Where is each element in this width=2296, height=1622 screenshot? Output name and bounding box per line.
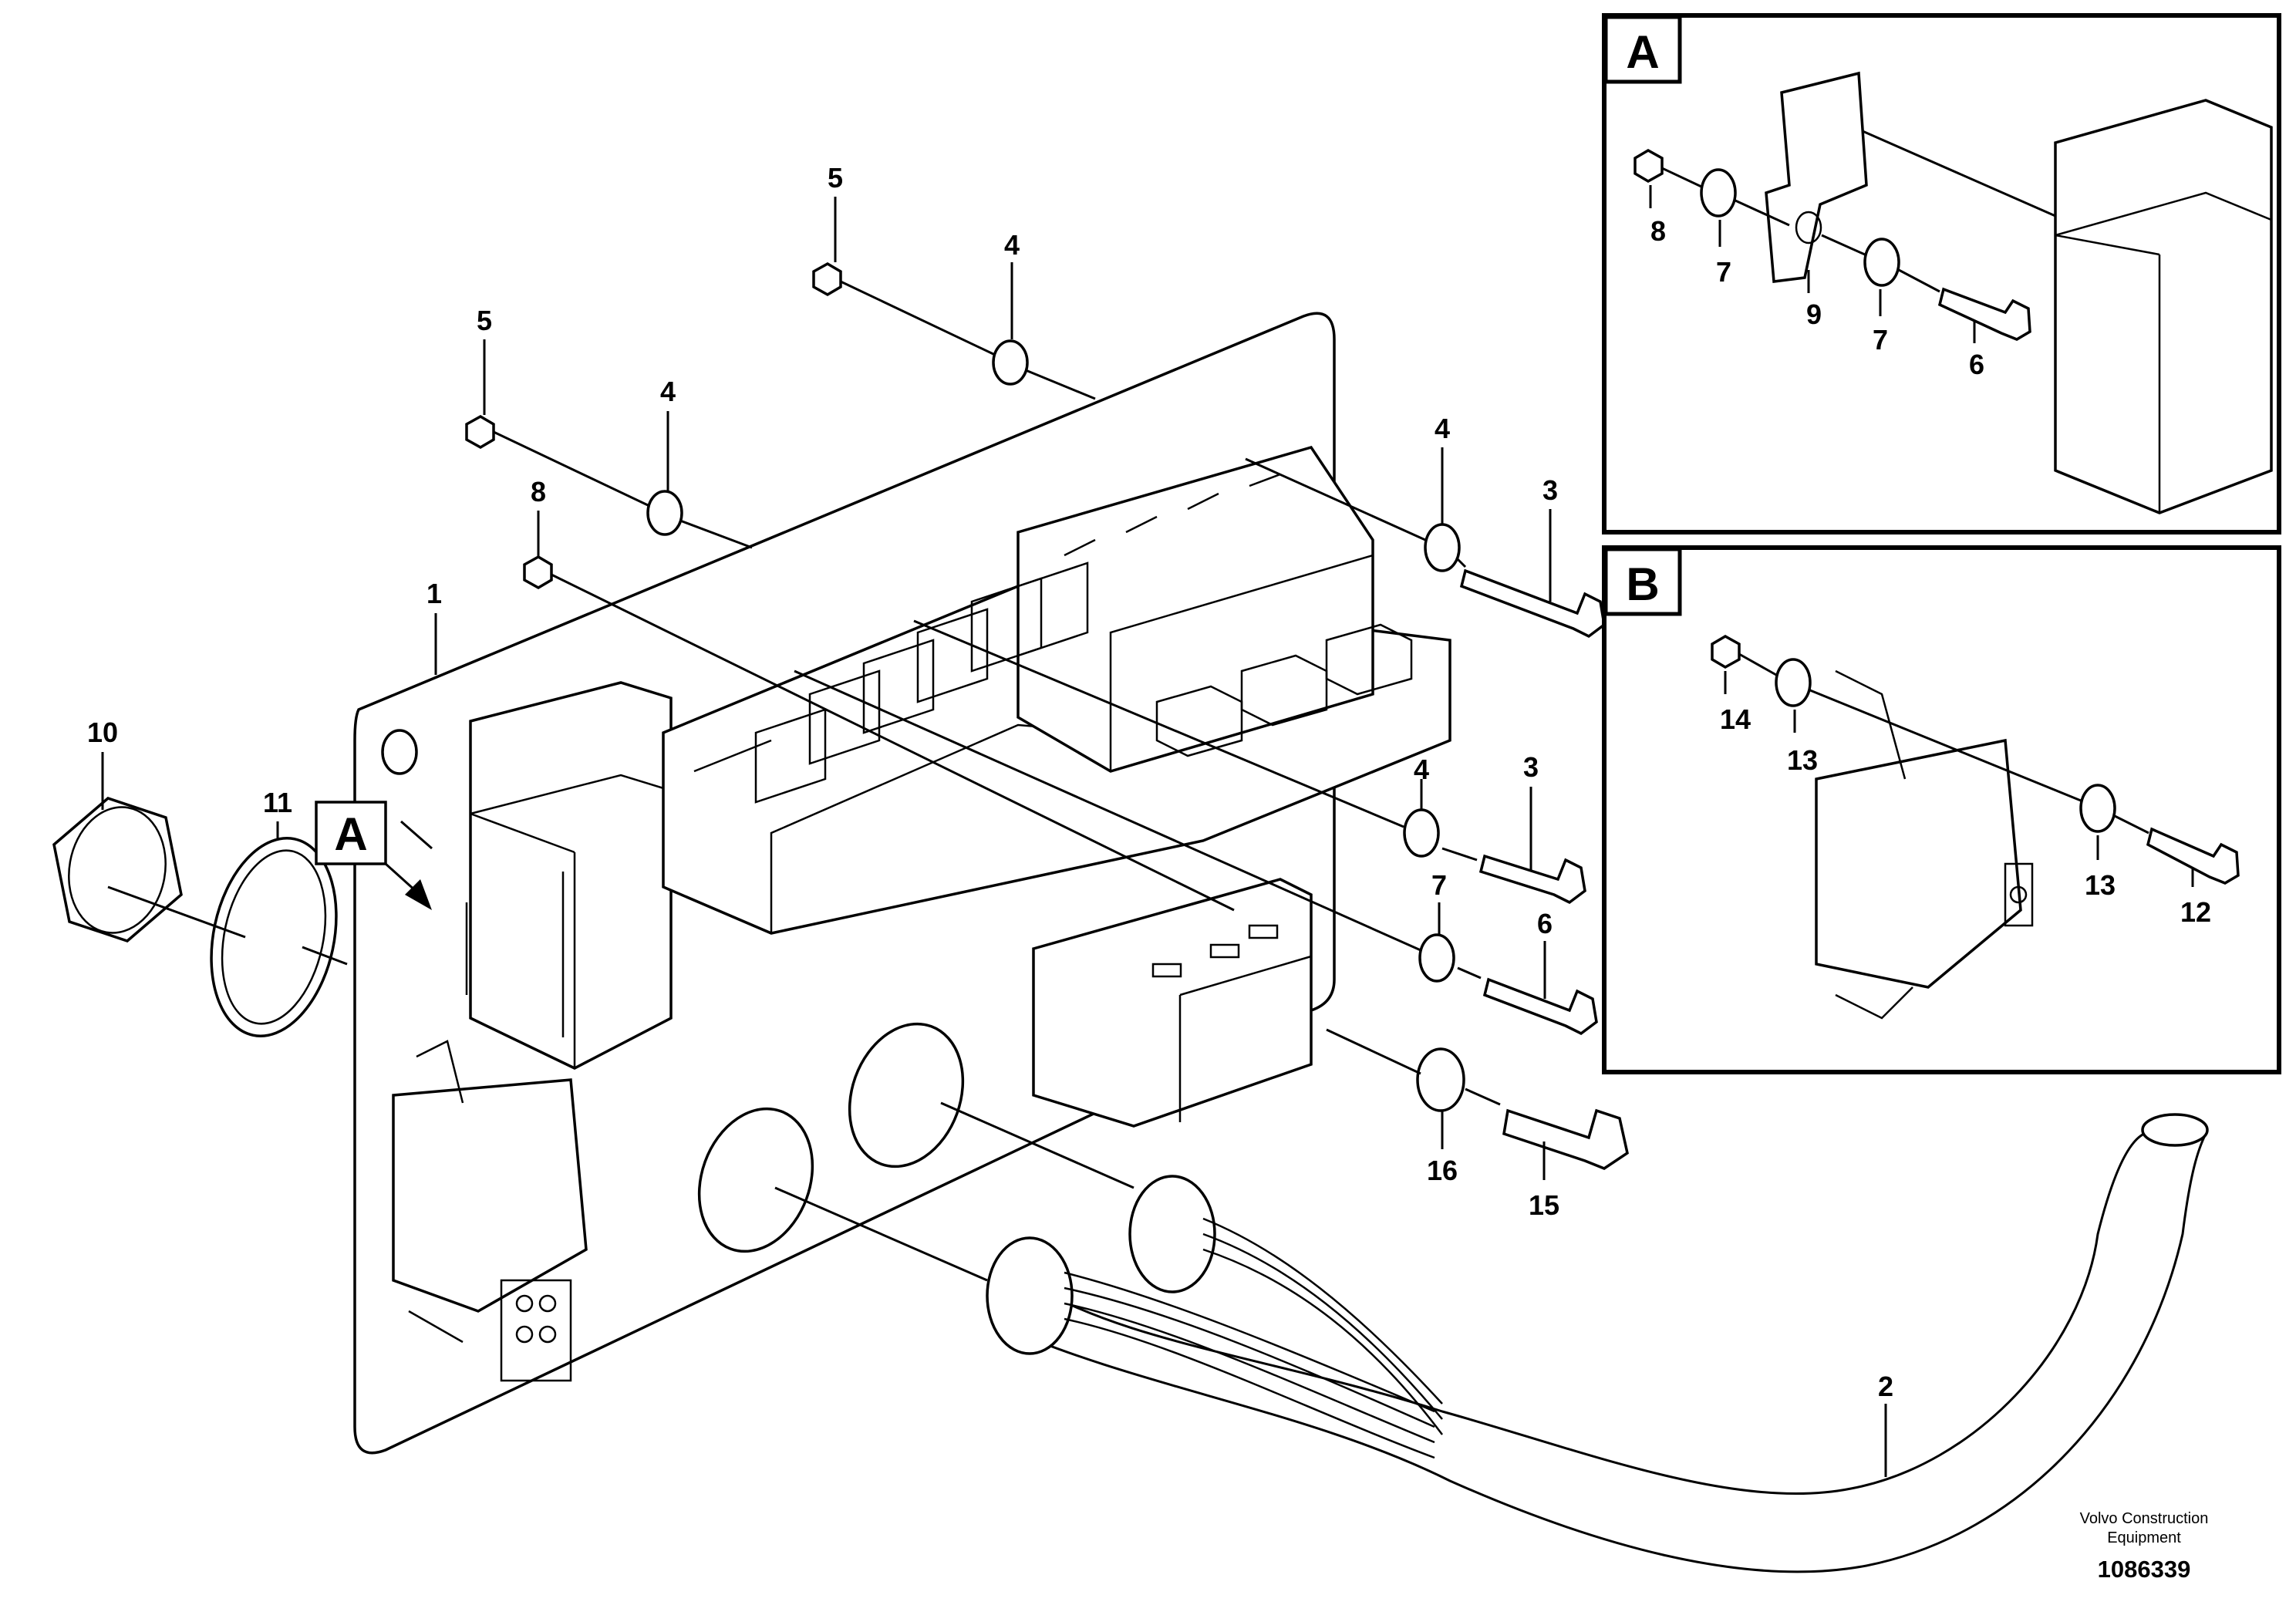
callout-15: 15 — [1529, 1189, 1559, 1221]
callout-1: 1 — [426, 578, 442, 609]
callout-16: 16 — [1427, 1155, 1458, 1186]
fasteners-main — [465, 261, 1629, 1170]
inset-a-fasteners — [1633, 148, 2031, 341]
inset-b-relay — [1815, 669, 2034, 1020]
callout-11: 11 — [263, 787, 292, 818]
callout-10: 10 — [87, 717, 118, 748]
hex-nut-large — [52, 797, 183, 943]
callout-2: 2 — [1878, 1371, 1893, 1402]
callout-3-middle: 3 — [1523, 751, 1539, 783]
inset-b — [1602, 545, 2281, 1074]
view-marker-a-letter: A — [334, 808, 367, 860]
inset-b-lines — [1724, 653, 2194, 887]
inset-b-callout-13-left: 13 — [1787, 744, 1818, 776]
relay-bracket-lower-left — [392, 1040, 588, 1382]
inset-a-lines — [1649, 130, 2056, 343]
callout-7: 7 — [1431, 869, 1447, 901]
callout-4-right: 4 — [1435, 413, 1450, 444]
inset-a-bracket — [1765, 71, 1868, 283]
callout-4-top: 4 — [1004, 229, 1020, 261]
inset-b-callout-14: 14 — [1720, 703, 1751, 735]
callout-5-left: 5 — [477, 305, 492, 336]
callouts-inset-b: B 14 13 13 12 — [1626, 558, 2211, 928]
wiring-harness — [986, 1113, 2209, 1573]
callout-4-middle: 4 — [1414, 754, 1429, 785]
callout-5-top: 5 — [828, 162, 843, 194]
explode-lines-main — [101, 197, 1887, 1477]
inset-b-letter: B — [1626, 558, 1659, 610]
inset-a-callout-6: 6 — [1969, 349, 1984, 380]
inset-a-relay — [2054, 99, 2273, 514]
callouts-main: 1 2 3 3 4 4 4 4 5 5 6 7 8 10 11 15 16 A — [87, 162, 1893, 1402]
retaining-ring — [210, 837, 338, 1037]
inset-a-callout-7-left: 7 — [1716, 256, 1731, 288]
inset-b-callout-13-right: 13 — [2085, 869, 2116, 901]
inset-a-callout-9: 9 — [1806, 298, 1822, 330]
callouts-inset-a: A 8 7 9 7 6 — [1626, 26, 1984, 380]
inset-a-callout-8: 8 — [1650, 215, 1666, 247]
company-name-line2: Equipment — [2107, 1529, 2181, 1546]
inset-b-callout-12: 12 — [2180, 896, 2211, 928]
callout-8: 8 — [531, 476, 546, 508]
company-name-line1: Volvo Construction — [2080, 1510, 2209, 1527]
inset-b-fasteners — [1711, 634, 2240, 885]
inset-a-callout-7-right: 7 — [1873, 324, 1888, 356]
view-marker-a — [315, 801, 432, 910]
inset-a-letter: A — [1626, 26, 1659, 78]
footer: Volvo Construction Equipment 1086339 — [2080, 1510, 2209, 1583]
relay-box-lower — [1032, 878, 1313, 1128]
document-number: 1086339 — [2098, 1556, 2191, 1583]
callout-4-left: 4 — [660, 376, 676, 407]
callout-6: 6 — [1537, 908, 1553, 939]
relay-main — [465, 681, 673, 1070]
fuse-block — [662, 445, 1451, 935]
main-view — [52, 197, 2209, 1573]
grommet-holes — [697, 1022, 965, 1253]
inset-a — [1602, 13, 2281, 534]
callout-3-upper: 3 — [1542, 474, 1558, 506]
